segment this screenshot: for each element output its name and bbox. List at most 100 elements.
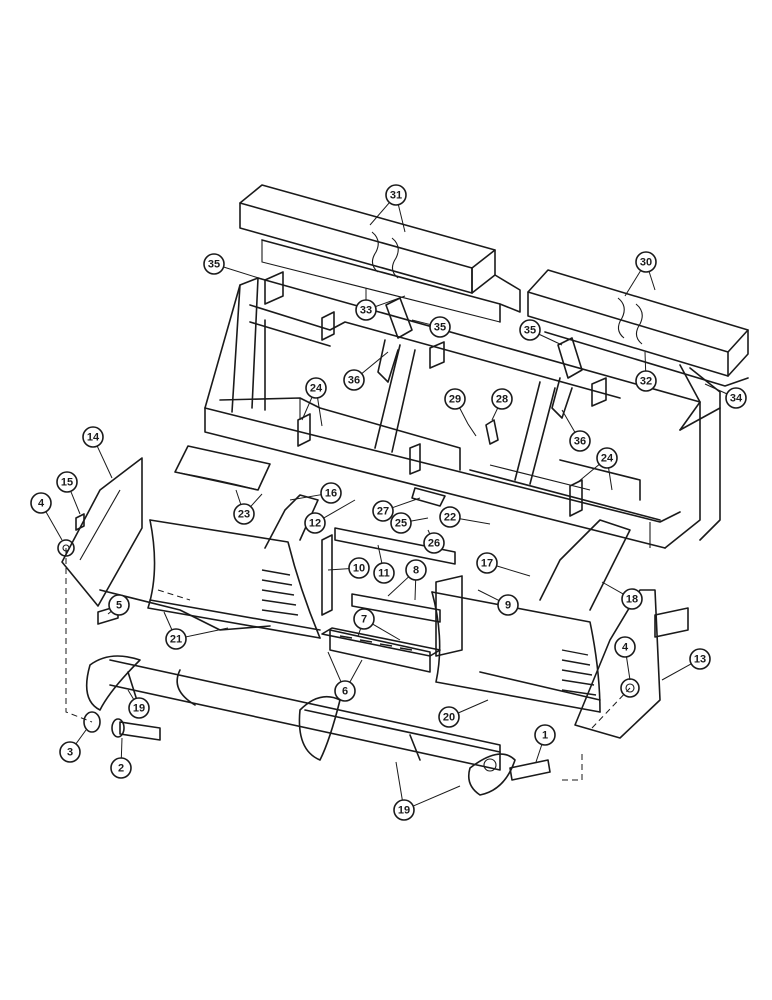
callout-number: 31 xyxy=(390,190,402,202)
callout-c31a: 31 xyxy=(369,184,407,233)
callout-c26: 26 xyxy=(423,529,445,554)
callout-c36b: 36 xyxy=(561,409,591,452)
callout-leader-line xyxy=(648,271,656,291)
callout-number: 20 xyxy=(443,712,455,724)
callout-number: 33 xyxy=(360,305,372,317)
callout-number: 17 xyxy=(481,558,493,570)
callout-c16: 16 xyxy=(289,482,342,504)
trough-part-21 xyxy=(99,494,333,639)
callout-circle xyxy=(233,503,255,525)
callout-circle xyxy=(110,757,132,779)
callout-leader-line xyxy=(704,383,728,395)
callout-circle xyxy=(343,369,365,391)
callout-leader-line xyxy=(120,737,123,759)
callout-circle xyxy=(476,552,498,574)
callout-c15: 15 xyxy=(56,471,81,515)
callout-c19a: 19 xyxy=(127,689,150,719)
callout-leader-line xyxy=(414,579,417,601)
callout-leader-line xyxy=(397,204,406,233)
callout-leader-line xyxy=(96,445,113,479)
callout-c27: 27 xyxy=(372,497,421,522)
callout-c3: 3 xyxy=(59,729,87,763)
callout-leader-line xyxy=(538,333,563,346)
callout-number: 16 xyxy=(325,488,337,500)
callout-circle xyxy=(519,319,541,341)
callout-number: 34 xyxy=(730,393,743,405)
callout-c4b: 4 xyxy=(614,636,636,681)
callout-c6: 6 xyxy=(327,651,363,702)
callout-number: 29 xyxy=(449,394,461,406)
callout-c35c: 35 xyxy=(519,319,563,346)
callout-number: 8 xyxy=(413,565,419,577)
callout-circle xyxy=(393,799,415,821)
callout-circle xyxy=(334,680,356,702)
callout-c14: 14 xyxy=(82,426,113,479)
callout-number: 36 xyxy=(348,375,360,387)
callout-leader-line xyxy=(70,491,81,515)
callout-circle xyxy=(373,562,395,584)
callout-number: 7 xyxy=(361,614,367,626)
callout-leader-line xyxy=(361,351,389,375)
callout-circle xyxy=(56,471,78,493)
callout-circle xyxy=(355,299,377,321)
main-frame xyxy=(204,271,721,549)
callout-leader-line xyxy=(477,589,500,601)
callout-leader-line xyxy=(250,493,263,507)
callout-leader-line xyxy=(491,407,499,421)
callout-circle xyxy=(439,506,461,528)
callout-circle xyxy=(405,559,427,581)
callout-leader-line xyxy=(459,518,491,525)
callout-number: 35 xyxy=(434,322,446,334)
callout-leader-line xyxy=(535,744,543,763)
callout-circle xyxy=(128,697,150,719)
callout-c23: 23 xyxy=(233,489,263,525)
callout-number: 2 xyxy=(118,763,124,775)
callout-leader-line xyxy=(626,656,631,681)
callout-leader-line xyxy=(608,467,613,491)
callout-leader-line xyxy=(349,659,363,683)
callout-c8: 8 xyxy=(387,559,427,601)
callout-circle xyxy=(444,388,466,410)
top-rail-part-31 xyxy=(239,184,521,323)
callout-circle xyxy=(497,594,519,616)
callout-circle xyxy=(596,447,618,469)
callout-circle xyxy=(621,588,643,610)
callout-leader-line xyxy=(327,568,350,571)
callout-number: 5 xyxy=(116,600,122,612)
callout-number: 35 xyxy=(524,325,536,337)
callout-leader-line xyxy=(395,761,403,801)
callout-circle xyxy=(725,387,747,409)
callout-circle xyxy=(165,628,187,650)
callout-circle xyxy=(348,557,370,579)
callout-c21: 21 xyxy=(163,611,229,650)
callout-number: 32 xyxy=(640,376,652,388)
callout-leader-line xyxy=(459,407,469,425)
callout-c24a: 24 xyxy=(301,377,327,427)
callout-number: 30 xyxy=(640,257,652,269)
callout-number: 13 xyxy=(694,654,706,666)
callout-c10: 10 xyxy=(327,557,370,579)
callout-leader-line xyxy=(235,489,242,505)
callout-circle xyxy=(614,636,636,658)
callout-number: 19 xyxy=(133,703,145,715)
callout-leader-line xyxy=(601,581,624,595)
callout-leader-line xyxy=(323,499,356,519)
callout-number: 1 xyxy=(542,730,548,742)
callout-c19b: 19 xyxy=(393,761,461,821)
callout-leader-line xyxy=(127,689,135,700)
callout-leader-line xyxy=(369,202,390,226)
callout-leader-line xyxy=(185,627,229,638)
callout-c1: 1 xyxy=(534,724,556,763)
callout-circle xyxy=(385,184,407,206)
callout-circle xyxy=(59,741,81,763)
callout-leader-line xyxy=(327,651,342,683)
callout-circle xyxy=(353,608,375,630)
callout-leader-line xyxy=(561,409,576,433)
callout-leader-line xyxy=(387,576,410,597)
callout-c7: 7 xyxy=(353,608,401,641)
callout-number: 22 xyxy=(444,512,456,524)
callout-c18: 18 xyxy=(601,581,643,610)
callout-circle xyxy=(534,724,556,746)
callout-leader-line xyxy=(372,623,401,641)
